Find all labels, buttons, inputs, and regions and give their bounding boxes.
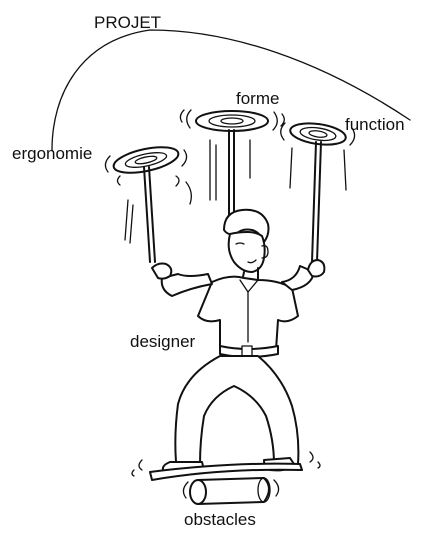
label-obstacles: obstacles	[184, 510, 256, 529]
label-projet: PROJET	[94, 13, 161, 32]
plate-forme	[180, 110, 284, 200]
roller-obstacle	[183, 478, 278, 504]
stick-right	[312, 142, 321, 262]
plate-function	[281, 120, 355, 190]
stick-left	[144, 167, 155, 262]
label-forme: forme	[236, 89, 279, 108]
label-designer: designer	[130, 332, 196, 351]
label-ergonomie: ergonomie	[12, 144, 92, 163]
